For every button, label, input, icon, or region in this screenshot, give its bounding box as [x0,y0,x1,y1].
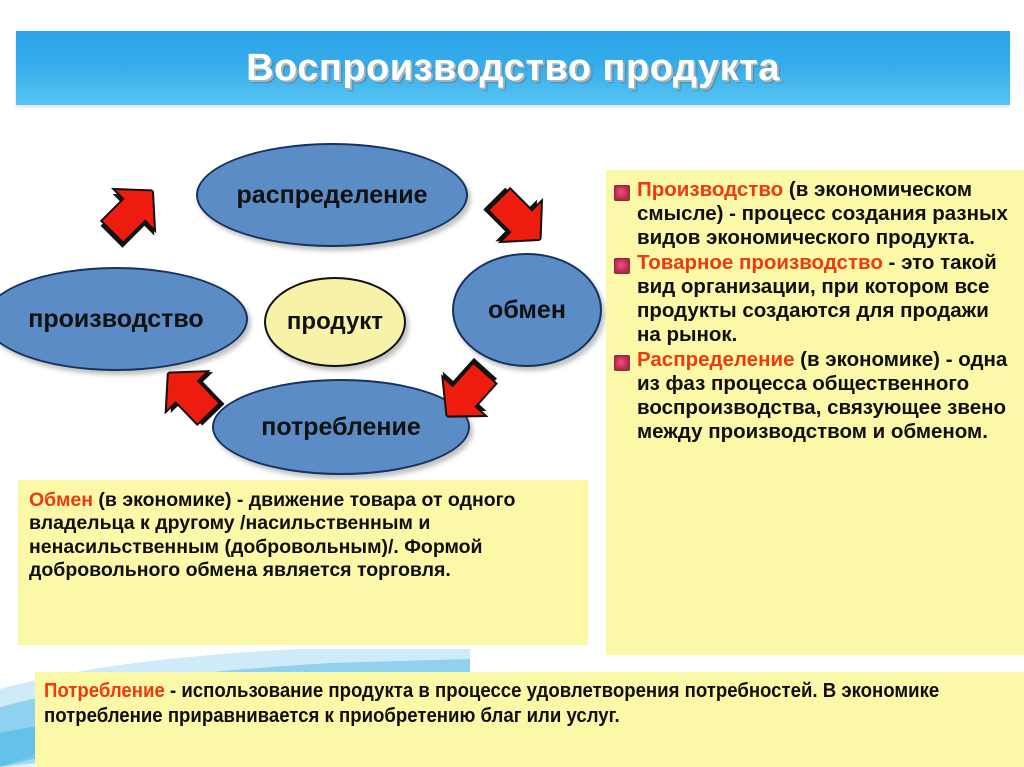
arrow-icon-potreblenie-to-proizvodstvo [164,370,225,427]
node-potreblenie[interactable]: потребление [212,379,470,475]
page-title: Воспроизводство продукта [246,46,780,89]
definition-obmen: Обмен (в экономике) - движение товара от… [29,489,578,583]
definitions-panel: Производство (в экономическом смысле) - … [606,170,1024,655]
arrow-icon-obmen-to-potreblenie [441,357,498,418]
arrow-icon-proizvodstvo-to-raspredelenie [99,187,157,248]
definition-keyword: Распределение [637,348,795,372]
list-item: Товарное производство - это такой вид ор… [612,251,1014,346]
slide-title-banner: Воспроизводство продукта [16,31,1010,105]
definition-body: (в экономике) - движение товара от одног… [29,489,516,582]
definition-proizvodstvo: Производство (в экономическом смысле) - … [637,178,1014,249]
definition-keyword: Потребление [44,680,165,702]
list-item: Производство (в экономическом смысле) - … [612,178,1014,249]
definition-box-potreblenie: Потребление - использование продукта в п… [35,672,1024,767]
reproduction-cycle-diagram: распределение производство обмен потребл… [0,125,606,475]
node-potreblenie-label: потребление [261,412,421,441]
node-proizvodstvo-label: производство [28,304,204,333]
node-raspredelenie-label: распределение [236,180,428,209]
definition-body: - это такой вид организации, при котором… [637,251,997,346]
node-proizvodstvo[interactable]: производство [0,267,248,371]
definition-potreblenie: Потребление - использование продукта в п… [44,679,1011,730]
rose-bullet-icon [614,185,630,201]
rose-bullet-icon [614,258,630,275]
list-item: Распределение (в экономике) - одна из фа… [612,348,1014,443]
node-obmen[interactable]: обмен [452,253,602,367]
definition-keyword: Производство [637,178,784,201]
node-produkt-center[interactable]: продукт [264,277,406,367]
definition-body: (в экономике) - одна из фаз процесса общ… [637,348,1008,443]
definition-box-obmen: Обмен (в экономике) - движение товара от… [18,480,588,645]
definition-raspredelenie: Распределение (в экономике) - одна из фа… [637,348,1014,443]
node-obmen-label: обмен [488,295,566,324]
definition-body: - использование продукта в процессе удов… [44,680,940,728]
node-raspredelenie[interactable]: распределение [196,143,468,247]
definition-keyword: Обмен [29,489,94,511]
node-produkt-label: продукт [286,308,384,335]
rose-bullet-icon [614,355,630,372]
arrow-icon-raspredelenie-to-obmen [483,186,544,244]
definition-tovarnoe-proizvodstvo: Товарное производство - это такой вид ор… [637,251,1014,346]
definition-keyword: Товарное производство [637,251,883,275]
definition-body: (в экономическом смысле) - процесс созда… [637,178,1008,249]
